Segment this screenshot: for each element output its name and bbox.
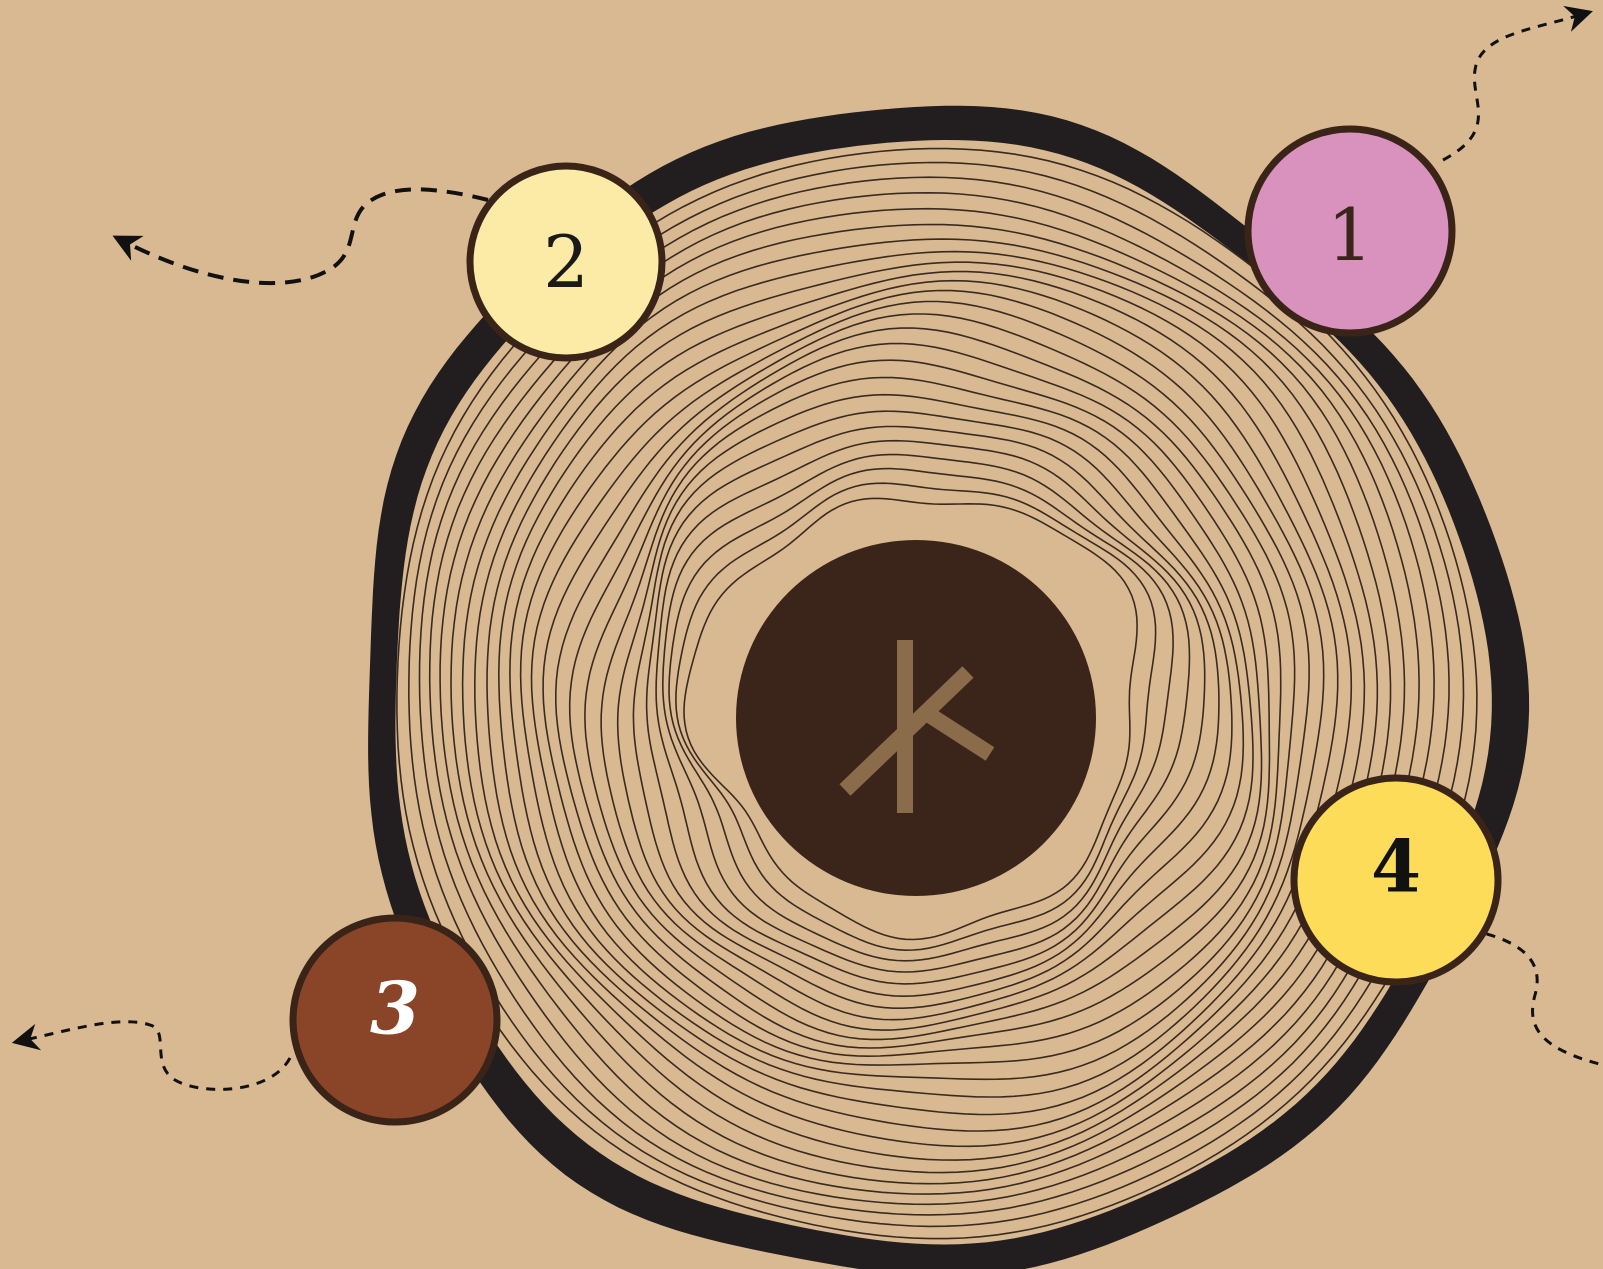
badge-4-label: 4 — [1371, 824, 1421, 909]
badge-3-label: 3 — [370, 966, 420, 1051]
badge-2: 2 — [470, 166, 662, 358]
badge-3: 3 — [293, 918, 497, 1122]
heartwood-core — [736, 540, 1096, 896]
badge-1: 1 — [1248, 129, 1452, 333]
badge-2-label: 2 — [543, 220, 589, 304]
badge-1-label: 1 — [1327, 193, 1373, 277]
badge-4: 4 — [1294, 778, 1498, 982]
